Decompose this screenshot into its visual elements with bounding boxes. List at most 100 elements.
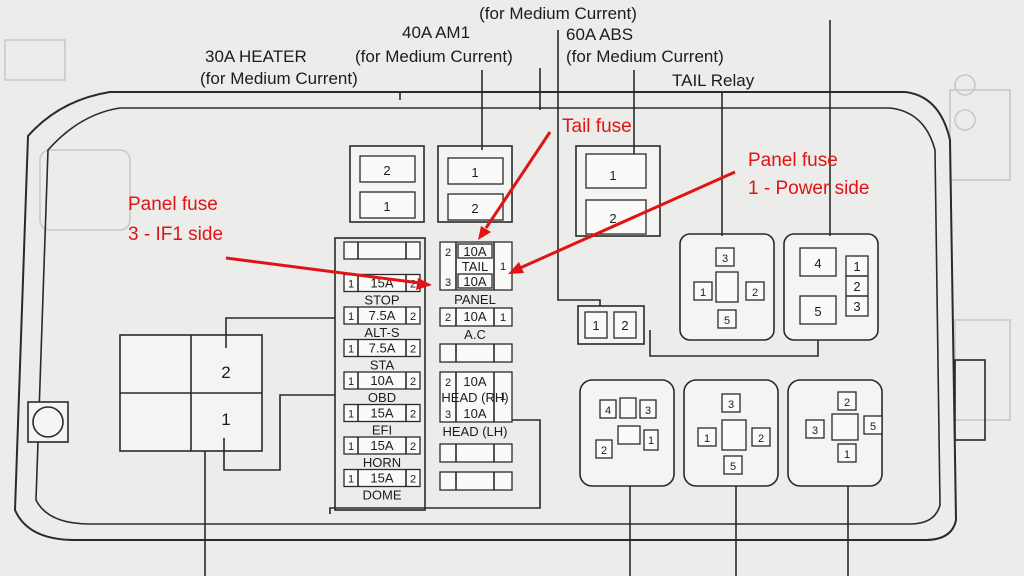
heater-sub-label: (for Medium Current) — [200, 69, 358, 88]
housing-latch — [954, 359, 986, 441]
head-shared-pin: 1 — [500, 391, 506, 403]
abs-pin-2: 2 — [609, 211, 616, 226]
tail-panel-shared-pin: 1 — [500, 261, 506, 273]
left-fuse-pin-l: 1 — [348, 474, 354, 486]
left-fuse — [343, 468, 421, 488]
left-fuse — [343, 403, 421, 423]
arrow-panel-if1 — [225, 256, 421, 285]
ac-fuse-pin-l: 2 — [445, 312, 451, 324]
fuse-box-housing-inner — [35, 107, 941, 525]
left-fuse-pin-l: 1 — [348, 376, 354, 388]
left-square — [27, 401, 69, 443]
left-fuse-amp: 7.5A — [369, 341, 396, 356]
heater-pin-1: 1 — [383, 199, 390, 214]
tail-relay-pin-1: 1 — [700, 287, 706, 299]
annotation-arrows — [225, 131, 736, 290]
left-fuse-pin-r: 2 — [410, 409, 416, 421]
panel-fuse-name: PANEL — [454, 292, 496, 307]
heater-pin-2: 2 — [383, 163, 390, 178]
arrow-panel-power — [519, 170, 736, 270]
left-fuse-pin-r: 2 — [410, 344, 416, 356]
b3-pin-2: 2 — [844, 397, 850, 409]
left-fuse-pin-l: 1 — [348, 279, 354, 291]
abs-pin-1: 1 — [609, 168, 616, 183]
left-fuse-amp: 15A — [370, 471, 393, 486]
panel-fuse-left-annotation-sub: 3 - IF1 side — [128, 224, 223, 245]
left-fuse-name: ALT-S — [364, 325, 399, 340]
abs-sub-label: (for Medium Current) — [566, 47, 724, 66]
head-lh-amp: 10A — [463, 406, 486, 421]
left-fuse-pin-l: 1 — [348, 441, 354, 453]
left-fuse-pin-r: 2 — [410, 441, 416, 453]
panel-fuse-left-annotation: Panel fuse — [128, 194, 218, 215]
spare-fuse-3 — [439, 471, 513, 491]
left-fuse — [343, 436, 421, 455]
head-lh-pin: 3 — [445, 409, 451, 421]
left-fuse-column-frame — [334, 237, 426, 511]
spare-fuse-2 — [439, 443, 513, 463]
tail-fuse-name: TAIL — [462, 259, 489, 274]
big-relay-pin-2: 2 — [221, 363, 230, 382]
head-rh-amp: 10A — [463, 374, 486, 389]
left-fuse-pin-l: 1 — [348, 409, 354, 421]
panel-fuse-right-annotation-sub: 1 - Power side — [748, 178, 869, 199]
b1-pin-1: 1 — [648, 435, 654, 447]
b2-pin-1: 1 — [704, 433, 710, 445]
right-relay-pin-2: 2 — [853, 279, 860, 294]
top-sub-label: (for Medium Current) — [479, 4, 637, 23]
head-fuse — [439, 371, 513, 423]
right-relay-pin-3: 3 — [853, 299, 860, 314]
b2-pin-3: 3 — [728, 399, 734, 411]
am1-sub-label: (for Medium Current) — [355, 47, 513, 66]
arrow-tail-fuse — [484, 131, 552, 229]
left-fuse-name: HORN — [363, 455, 401, 470]
right-relay-pin-1: 1 — [853, 259, 860, 274]
b1-pin-4: 4 — [605, 405, 611, 417]
left-fuse — [343, 371, 421, 390]
abs-name-label: 60A ABS — [566, 25, 633, 44]
panel-fuse-pin: 3 — [445, 277, 451, 289]
spare-fuse — [439, 343, 513, 363]
small-conn-pin-1: 1 — [592, 318, 599, 333]
left-fuse-name: OBD — [368, 390, 396, 405]
left-fuse-pin-r: 2 — [410, 311, 416, 323]
left-fuse-pin-l: 1 — [348, 311, 354, 323]
small-conn-pin-2: 2 — [621, 318, 628, 333]
head-rh-name: HEAD (RH) — [441, 390, 508, 405]
fuse-box-housing — [13, 91, 958, 541]
am1-name-label: 40A AM1 — [402, 23, 470, 42]
left-fuse-name: STA — [370, 358, 395, 373]
left-square-circle — [32, 406, 64, 438]
left-fuse-pin-l: 1 — [348, 344, 354, 356]
arrowhead-panel-if1 — [416, 278, 432, 290]
left-fuse-pin-r: 2 — [410, 376, 416, 388]
left-fuse-amp: 10A — [370, 373, 393, 388]
b1-pin-2: 2 — [601, 445, 607, 457]
panel-fuse-amp: 10A — [463, 274, 486, 289]
b3-pin-1: 1 — [844, 449, 850, 461]
b3-pin-5: 5 — [870, 421, 876, 433]
head-lh-name: HEAD (LH) — [442, 424, 507, 439]
am1-pin-1: 1 — [471, 165, 478, 180]
left-fuse-amp: 15A — [370, 438, 393, 453]
left-fuse-amp: 15A — [370, 406, 393, 421]
left-fuse-pin-r: 2 — [410, 474, 416, 486]
left-fuse-name: STOP — [364, 293, 399, 308]
right-relay-pin-4: 4 — [814, 256, 821, 271]
left-fuse-name: DOME — [363, 488, 402, 503]
left-fuse-pin-r: 2 — [410, 279, 416, 291]
tail-fuse-pin: 2 — [445, 247, 451, 259]
tail-relay-pin-5: 5 — [724, 315, 730, 327]
b1-pin-3: 3 — [645, 405, 651, 417]
ac-fuse-pin-r: 1 — [500, 312, 506, 324]
big-relay-pin-1: 1 — [221, 410, 230, 429]
tail-relay-pin-3: 3 — [722, 253, 728, 265]
right-relay-pin-5: 5 — [814, 304, 821, 319]
tail-relay-pin-2: 2 — [752, 287, 758, 299]
middle-fuse-column: 2 10A TAIL 3 10A 1 PANEL 2 10A 1 A.C 2 1… — [329, 241, 541, 514]
left-fuse-amp: 7.5A — [369, 308, 396, 323]
left-fuse — [343, 306, 421, 325]
b2-pin-5: 5 — [730, 461, 736, 473]
